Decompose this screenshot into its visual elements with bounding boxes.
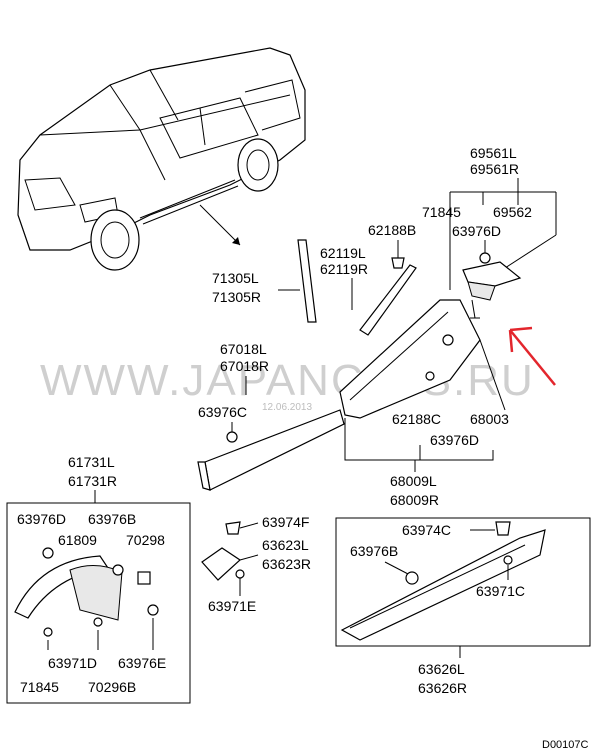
label-69561r: 69561R (470, 161, 519, 177)
label-62119l: 62119L (320, 245, 366, 261)
label-63626r: 63626R (418, 680, 467, 696)
label-63976d-left: 63976D (17, 511, 66, 527)
label-63974c: 63974C (402, 522, 451, 538)
vehicle-illustration (17, 47, 306, 271)
pointer-arrow-head (508, 326, 533, 353)
label-62188c: 62188C (392, 411, 441, 427)
label-63626l: 63626L (418, 661, 465, 677)
door-moulding (204, 409, 345, 491)
label-67018r: 67018R (220, 358, 269, 374)
label-68009r: 68009R (390, 492, 439, 508)
label-69561l: 69561L (470, 145, 517, 161)
label-63976c: 63976C (198, 404, 247, 420)
label-63971e: 63971E (208, 598, 256, 614)
pointer-arrow-shaft (509, 329, 556, 386)
label-63974f: 63974F (262, 514, 309, 530)
label-61731r: 61731R (68, 473, 117, 489)
sill-garnish (339, 299, 481, 419)
label-71845-top: 71845 (422, 204, 461, 220)
label-61809: 61809 (58, 532, 97, 548)
side-step-box (335, 517, 591, 647)
label-62119r: 62119R (320, 261, 368, 277)
fender-box (6, 502, 191, 704)
label-63623l: 63623L (262, 537, 309, 553)
footer-code: D00107C (542, 739, 589, 751)
label-63971c: 63971C (476, 583, 525, 599)
label-71305r: 71305R (212, 289, 261, 305)
label-70296b: 70296B (88, 679, 136, 695)
label-67018l: 67018L (220, 341, 267, 357)
label-69562: 69562 (493, 204, 532, 220)
label-70298: 70298 (126, 532, 165, 548)
label-61731l: 61731L (68, 454, 115, 470)
label-71305l: 71305L (212, 270, 259, 286)
label-68003: 68003 (470, 411, 509, 427)
label-63976d-top: 63976D (452, 223, 501, 239)
label-63623r: 63623R (262, 556, 311, 572)
label-63976b-left: 63976B (88, 511, 136, 527)
label-63971d: 63971D (48, 655, 97, 671)
label-68009l: 68009L (390, 473, 437, 489)
label-63976d-mid: 63976D (430, 432, 479, 448)
label-62188b: 62188B (368, 222, 416, 238)
label-71845-bot: 71845 (20, 679, 59, 695)
side-step (340, 529, 546, 641)
label-63976b-right: 63976B (350, 543, 398, 559)
label-63976e: 63976E (118, 655, 166, 671)
watermark-date: 12.06.2013 (262, 402, 312, 413)
